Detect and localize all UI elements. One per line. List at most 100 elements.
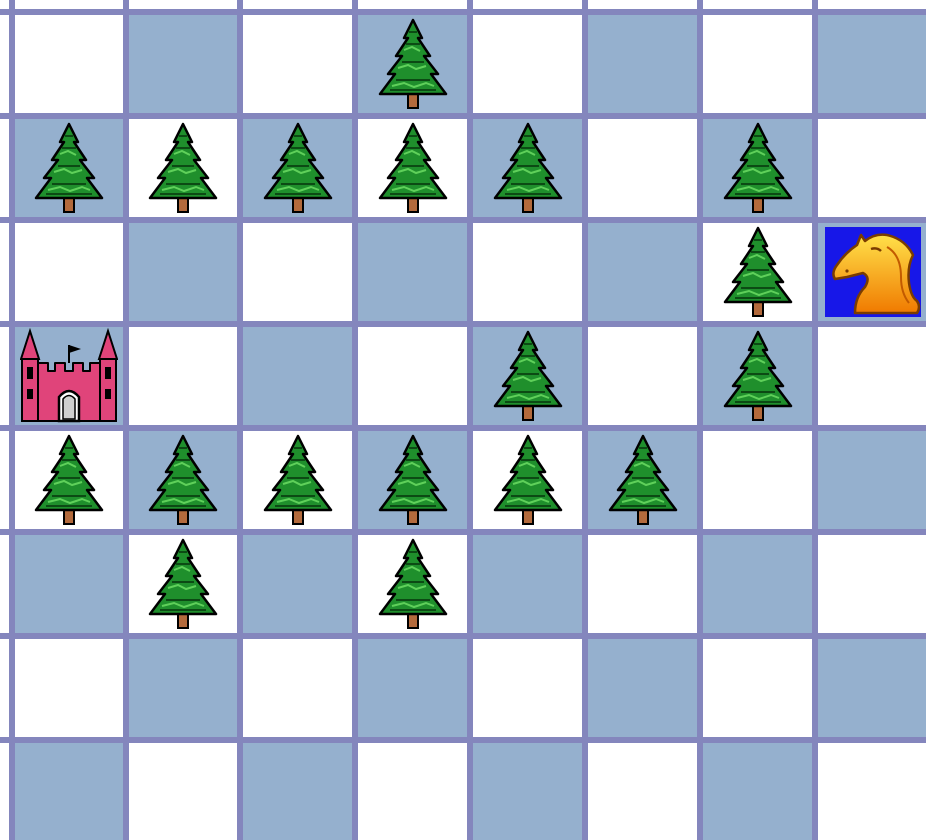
board-square[interactable] xyxy=(243,535,352,633)
board-square[interactable] xyxy=(818,743,926,840)
board-square[interactable] xyxy=(473,327,582,425)
board-square[interactable] xyxy=(473,223,582,321)
board-square[interactable] xyxy=(15,327,123,425)
board-square[interactable] xyxy=(358,431,467,529)
tree-icon xyxy=(473,119,582,217)
grid-line xyxy=(0,425,926,431)
grid-line xyxy=(123,0,129,840)
board-square[interactable] xyxy=(243,431,352,529)
knight-icon xyxy=(818,223,926,321)
tree-icon xyxy=(243,119,352,217)
board-square[interactable] xyxy=(358,223,467,321)
board-square[interactable] xyxy=(243,15,352,113)
board-square[interactable] xyxy=(358,327,467,425)
grid-line xyxy=(352,0,358,840)
board-square[interactable] xyxy=(473,639,582,737)
board-square[interactable] xyxy=(703,15,812,113)
grid-line xyxy=(0,113,926,119)
board-square[interactable] xyxy=(473,743,582,840)
tree-icon xyxy=(703,119,812,217)
board-square[interactable] xyxy=(243,743,352,840)
board-square[interactable] xyxy=(703,327,812,425)
board-square[interactable] xyxy=(129,119,237,217)
tree-icon xyxy=(703,223,812,321)
board-square[interactable] xyxy=(818,223,926,321)
board-square[interactable] xyxy=(588,223,697,321)
grid-line xyxy=(0,321,926,327)
board-square[interactable] xyxy=(588,743,697,840)
grid-line xyxy=(0,9,926,15)
board-square[interactable] xyxy=(588,327,697,425)
board-square[interactable] xyxy=(473,535,582,633)
board-square[interactable] xyxy=(358,535,467,633)
tree-icon xyxy=(703,327,812,425)
board-square[interactable] xyxy=(358,15,467,113)
tree-icon xyxy=(15,119,123,217)
board-square[interactable] xyxy=(473,15,582,113)
board-square[interactable] xyxy=(703,431,812,529)
board-square[interactable] xyxy=(703,535,812,633)
board-square[interactable] xyxy=(588,535,697,633)
grid-line xyxy=(237,0,243,840)
board-square[interactable] xyxy=(588,639,697,737)
board-square[interactable] xyxy=(15,535,123,633)
grid-line xyxy=(0,217,926,223)
tree-icon xyxy=(243,431,352,529)
board-square[interactable] xyxy=(818,431,926,529)
board-square[interactable] xyxy=(15,431,123,529)
board-square[interactable] xyxy=(818,535,926,633)
board-square[interactable] xyxy=(703,639,812,737)
tree-icon xyxy=(358,119,467,217)
board-square[interactable] xyxy=(129,535,237,633)
grid-line xyxy=(0,529,926,535)
board-square[interactable] xyxy=(129,431,237,529)
board-square[interactable] xyxy=(473,119,582,217)
tree-icon xyxy=(129,119,237,217)
tree-icon xyxy=(129,431,237,529)
board-square[interactable] xyxy=(129,15,237,113)
tree-icon xyxy=(129,535,237,633)
board-square[interactable] xyxy=(129,223,237,321)
tree-icon xyxy=(15,431,123,529)
board-square[interactable] xyxy=(15,15,123,113)
grid-line xyxy=(582,0,588,840)
castle-icon xyxy=(15,327,123,425)
board-square[interactable] xyxy=(129,743,237,840)
board-square[interactable] xyxy=(473,431,582,529)
board-square[interactable] xyxy=(129,639,237,737)
tree-icon xyxy=(358,535,467,633)
board-square[interactable] xyxy=(588,431,697,529)
board-square[interactable] xyxy=(129,327,237,425)
board-square[interactable] xyxy=(15,223,123,321)
grid-line xyxy=(9,0,15,840)
board-square[interactable] xyxy=(703,743,812,840)
board-square[interactable] xyxy=(243,639,352,737)
tree-icon xyxy=(358,431,467,529)
board-square[interactable] xyxy=(15,743,123,840)
board-square[interactable] xyxy=(358,639,467,737)
board-square[interactable] xyxy=(358,119,467,217)
board-square[interactable] xyxy=(243,119,352,217)
board-square[interactable] xyxy=(703,223,812,321)
tree-icon xyxy=(588,431,697,529)
board-square[interactable] xyxy=(15,119,123,217)
board-square[interactable] xyxy=(243,223,352,321)
tree-icon xyxy=(358,15,467,113)
tree-icon xyxy=(473,431,582,529)
board-square[interactable] xyxy=(588,15,697,113)
board-square[interactable] xyxy=(818,639,926,737)
board-square[interactable] xyxy=(703,119,812,217)
board-square[interactable] xyxy=(818,119,926,217)
grid-line xyxy=(812,0,818,840)
board-square[interactable] xyxy=(15,639,123,737)
grid-line xyxy=(0,633,926,639)
grid-line xyxy=(0,737,926,743)
board-square[interactable] xyxy=(243,327,352,425)
grid-line xyxy=(697,0,703,840)
board-square[interactable] xyxy=(588,119,697,217)
board-square[interactable] xyxy=(358,743,467,840)
board-square[interactable] xyxy=(818,15,926,113)
grid-line xyxy=(467,0,473,840)
board-square[interactable] xyxy=(818,327,926,425)
